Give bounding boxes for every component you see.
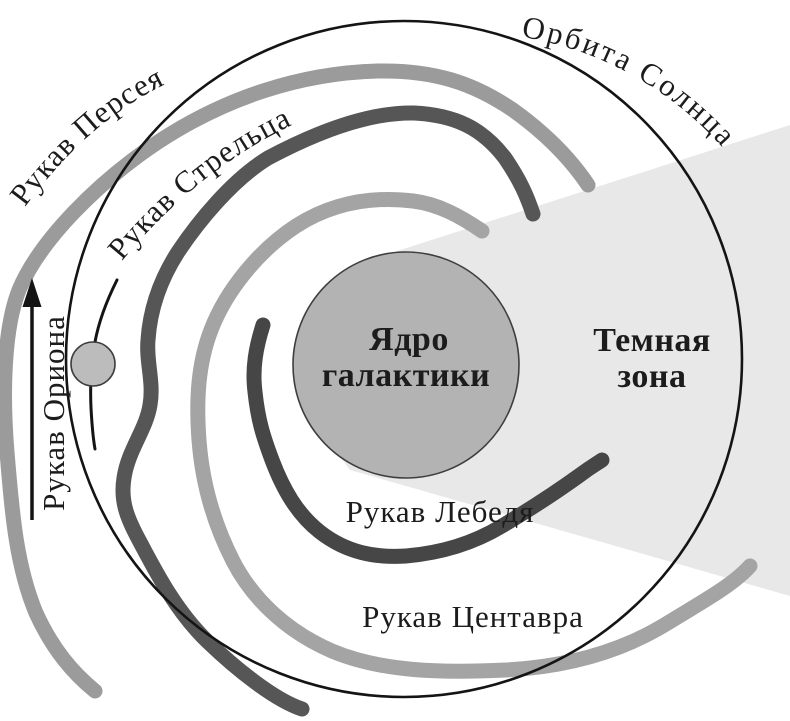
perseus-arm-arc — [0, 63, 596, 699]
cygnus-arm-arc — [246, 317, 610, 564]
arrow-head — [22, 278, 42, 307]
galactic-core-circle — [292, 251, 520, 479]
sagittarius-arm-arc — [115, 105, 541, 717]
sun-marker — [70, 341, 116, 387]
sun-orbit-circle — [64, 19, 744, 699]
centaurus-arm-label: Рукав Центавра — [362, 599, 584, 634]
orion-arm-label: Рукав Ориона — [36, 315, 71, 511]
dark-zone-label-line1: Темная — [593, 322, 711, 359]
core-label-line1: Ядро — [369, 321, 449, 358]
centaurus-arm-arc — [190, 192, 758, 679]
cygnus-arm-label: Рукав Лебедя — [346, 494, 535, 529]
core-label-line2: галактики — [322, 357, 490, 394]
dark-zone-label-line2: зона — [617, 358, 686, 395]
dark-zone-region — [320, 125, 790, 596]
orion-arm-direction-arrow — [22, 278, 42, 520]
